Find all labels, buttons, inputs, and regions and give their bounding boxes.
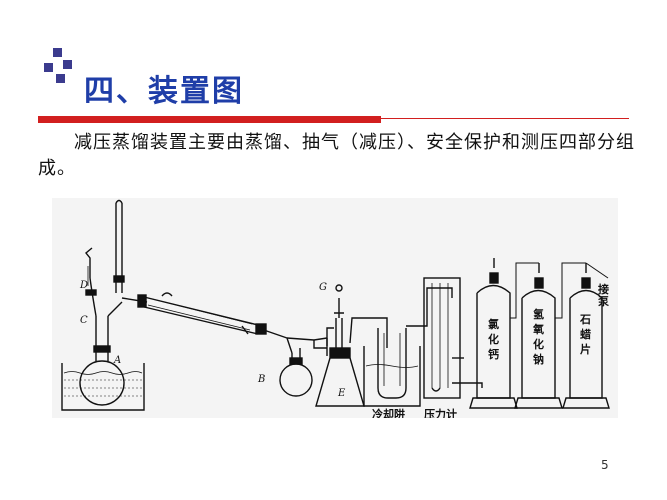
tower1-char-1: 氯 [488, 317, 499, 331]
title-underline [38, 116, 381, 123]
pump-char-1: 接 [598, 282, 609, 296]
title-rule [381, 118, 629, 119]
receiving-flask [279, 363, 313, 397]
label-G: G [319, 282, 327, 293]
apparatus-diagram: A B C D E G 冷却阱 压力计 氯 化 钙 氢 氧 化 钠 石 蜡 片 … [61, 199, 610, 418]
tower2-char-3: 化 [533, 337, 544, 351]
label-cold-trap: 冷却阱 [372, 407, 405, 418]
corner-square [44, 63, 53, 72]
tower2-char-4: 钠 [533, 352, 544, 366]
tower2-char-2: 氧 [532, 322, 544, 336]
tower1-char-2: 化 [488, 332, 499, 346]
slide-body-text: 减压蒸馏装置主要由蒸馏、抽气（减压）、安全保护和测压四部分组成。 [38, 132, 635, 179]
label-manometer: 压力计 [424, 407, 457, 418]
apparatus-figure: A B C D E G 冷却阱 压力计 氯 化 钙 氢 氧 化 钠 石 蜡 片 … [52, 198, 618, 418]
tower3-char-2: 蜡 [580, 327, 591, 341]
label-B: B [257, 374, 265, 385]
slide-title: 四、装置图 [84, 74, 244, 109]
tower3-char-1: 石 [579, 313, 591, 326]
manometer [423, 277, 461, 399]
tower3-char-3: 片 [580, 342, 591, 356]
page-number: 5 [601, 458, 609, 472]
label-D: D [79, 280, 88, 291]
label-A: A [113, 355, 121, 366]
tower-sodium-hydroxide [521, 289, 556, 399]
label-C: C [80, 315, 88, 326]
tower2-char-1: 氢 [533, 307, 544, 321]
tower-calcium-chloride [476, 284, 511, 399]
corner-square [63, 60, 72, 69]
label-E: E [337, 388, 346, 399]
stopcock [334, 298, 344, 318]
tower-paraffin [569, 289, 603, 399]
safety-flask [315, 357, 365, 407]
corner-square [56, 74, 65, 83]
flask-joint [93, 345, 111, 353]
pump-char-2: 泵 [598, 295, 609, 308]
water-bath [61, 363, 145, 411]
distilling-flask [79, 360, 125, 406]
corner-square [53, 48, 62, 57]
tower1-char-3: 钙 [488, 347, 499, 361]
cold-trap [363, 346, 421, 407]
